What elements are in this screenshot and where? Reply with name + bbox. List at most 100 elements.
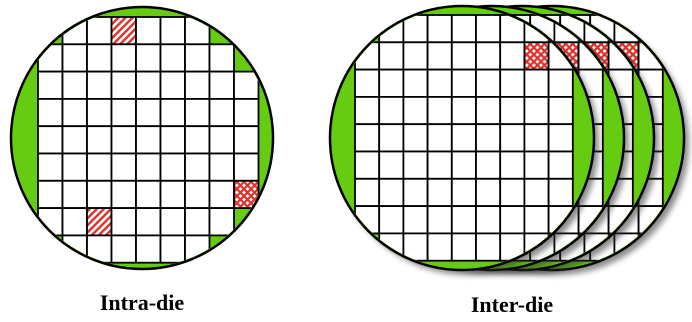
- die-cell: [355, 179, 379, 206]
- die-cell: [112, 181, 137, 208]
- die-cell: [87, 126, 112, 153]
- die-cell: [476, 124, 500, 151]
- die-cell: [379, 15, 403, 42]
- die-cell: [63, 181, 88, 208]
- die-cell: [87, 181, 112, 208]
- die-cell: [428, 179, 452, 206]
- die-cell: [403, 152, 427, 179]
- die-cell: [38, 44, 63, 71]
- die-cell: [428, 152, 452, 179]
- die-cell: [185, 208, 210, 235]
- die-cell: [524, 152, 548, 179]
- die-cell: [136, 17, 161, 44]
- die-cell: [87, 44, 112, 71]
- die-cell: [476, 152, 500, 179]
- die-cell: [161, 208, 186, 235]
- die-cell: [136, 44, 161, 71]
- defect-die: [524, 42, 548, 69]
- die-cell: [379, 70, 403, 97]
- die-cell: [476, 179, 500, 206]
- die-cell: [63, 99, 88, 126]
- die-cell: [210, 99, 235, 126]
- die-cell: [379, 97, 403, 124]
- die-cell: [38, 99, 63, 126]
- die-cell: [355, 97, 379, 124]
- inter-die-wafer-stack: [330, 6, 689, 275]
- die-cell: [549, 70, 573, 97]
- die-cell: [63, 154, 88, 181]
- die-cell: [63, 126, 88, 153]
- die-cell: [234, 154, 259, 181]
- die-cell: [500, 124, 524, 151]
- die-cell: [524, 206, 548, 233]
- die-cell: [379, 206, 403, 233]
- die-cell: [476, 97, 500, 124]
- die-cell: [185, 99, 210, 126]
- die-cell: [112, 126, 137, 153]
- die-cell: [524, 179, 548, 206]
- die-cell: [63, 208, 88, 235]
- die-cell: [87, 154, 112, 181]
- die-cell: [639, 42, 663, 69]
- die-cell: [403, 70, 427, 97]
- die-cell: [500, 70, 524, 97]
- die-cell: [476, 42, 500, 69]
- die-cell: [355, 152, 379, 179]
- die-cell: [524, 70, 548, 97]
- die-cell: [476, 15, 500, 42]
- die-cell: [452, 97, 476, 124]
- die-cell: [112, 154, 137, 181]
- defect-die: [112, 17, 137, 44]
- die-cell: [87, 17, 112, 44]
- die-cell: [210, 44, 235, 71]
- die-cell: [428, 97, 452, 124]
- die-cell: [210, 154, 235, 181]
- wafer: [330, 6, 599, 275]
- die-cell: [428, 124, 452, 151]
- die-cell: [355, 70, 379, 97]
- die-cell: [452, 70, 476, 97]
- die-cell: [136, 208, 161, 235]
- die-cell: [428, 42, 452, 69]
- die-grid: [38, 17, 259, 263]
- die-cell: [185, 235, 210, 262]
- die-cell: [379, 42, 403, 69]
- die-cell: [112, 44, 137, 71]
- die-cell: [112, 235, 137, 262]
- die-cell: [428, 15, 452, 42]
- die-cell: [185, 154, 210, 181]
- die-cell: [500, 179, 524, 206]
- die-cell: [500, 206, 524, 233]
- die-cell: [136, 154, 161, 181]
- die-cell: [38, 181, 63, 208]
- die-cell: [403, 124, 427, 151]
- die-cell: [549, 179, 573, 206]
- die-cell: [63, 44, 88, 71]
- die-cell: [379, 233, 403, 260]
- die-cell: [452, 233, 476, 260]
- die-cell: [38, 72, 63, 99]
- die-cell: [452, 206, 476, 233]
- die-cell: [161, 44, 186, 71]
- die-cell: [87, 99, 112, 126]
- die-cell: [403, 97, 427, 124]
- die-cell: [63, 72, 88, 99]
- die-cell: [234, 72, 259, 99]
- die-cell: [136, 181, 161, 208]
- die-cell: [185, 72, 210, 99]
- die-cell: [379, 179, 403, 206]
- die-cell: [210, 181, 235, 208]
- die-cell: [161, 17, 186, 44]
- die-cell: [476, 206, 500, 233]
- die-cell: [112, 72, 137, 99]
- die-cell: [452, 42, 476, 69]
- die-cell: [355, 124, 379, 151]
- intra-die-wafer: [11, 7, 273, 269]
- die-cell: [234, 126, 259, 153]
- die-cell: [549, 152, 573, 179]
- die-cell: [161, 235, 186, 262]
- die-cell: [185, 17, 210, 44]
- die-cell: [500, 97, 524, 124]
- die-grid: [355, 15, 573, 261]
- die-cell: [549, 97, 573, 124]
